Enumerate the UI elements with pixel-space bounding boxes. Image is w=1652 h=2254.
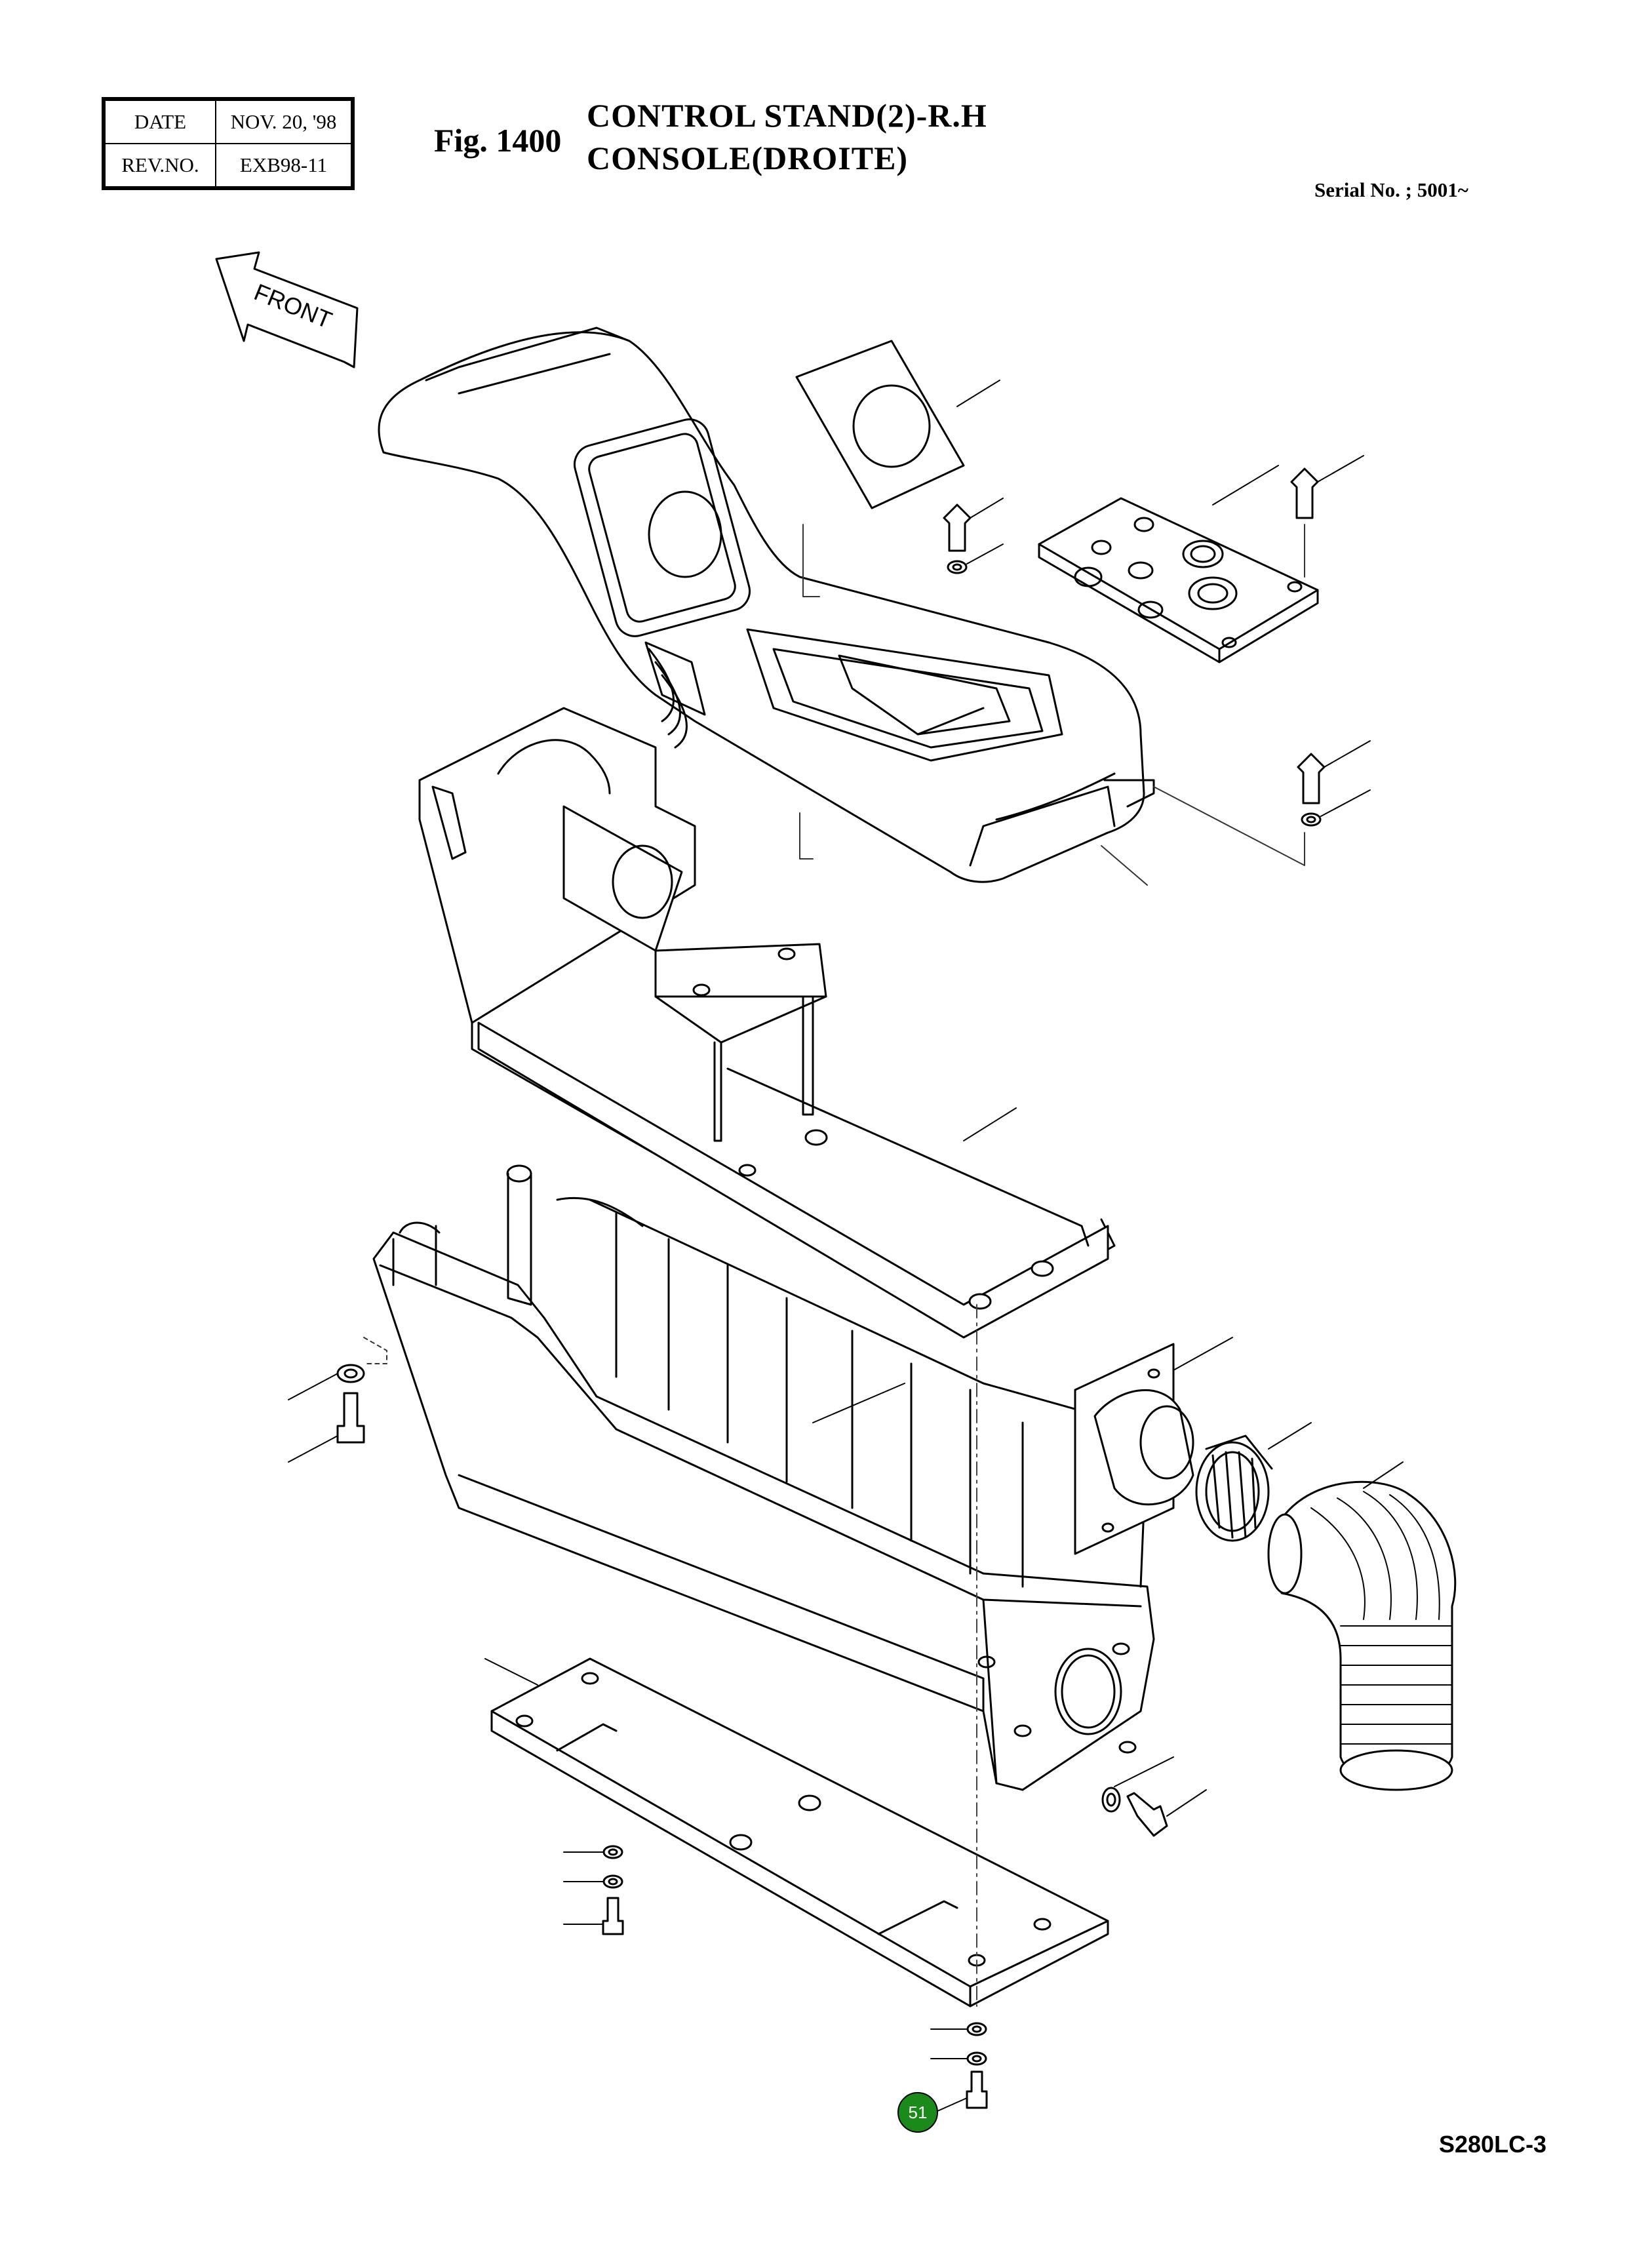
rev-label: REV.NO.: [104, 143, 216, 188]
bolt-icon: [563, 1845, 624, 1935]
callout-badge-51[interactable]: 51: [897, 2092, 938, 2133]
hose-clamp: [1195, 1422, 1312, 1542]
console-box: [372, 1164, 1155, 1791]
model-code: S280LC-3: [1439, 2131, 1547, 2158]
screw-icon: [1297, 740, 1371, 827]
figure-number: Fig. 1400: [434, 122, 562, 159]
serial-number: Serial No. ; 5001~: [1314, 178, 1468, 201]
gasket-plate: [795, 340, 1000, 509]
flexible-duct-hose: [1267, 1461, 1457, 1791]
date-value: NOV. 20, '98: [215, 100, 352, 144]
duct-flange: [1074, 1337, 1233, 1555]
bottom-mounting-plate: [484, 1657, 1109, 2007]
tray-plate: [477, 1021, 1109, 1339]
date-label: DATE: [104, 100, 216, 144]
screw-icon: [943, 498, 1004, 574]
bolt-icon: [288, 1337, 387, 1463]
bolt-icon: [930, 1304, 988, 2112]
revision-box: DATE NOV. 20, '98 REV.NO. EXB98-11: [102, 97, 355, 190]
mounting-plate: [1038, 465, 1319, 663]
figure-title-line2: CONSOLE(DROITE): [587, 140, 909, 176]
bolt-icon: [1101, 1756, 1207, 1837]
upper-console-cover: [378, 326, 1155, 883]
figure-title-line1: CONTROL STAND(2)-R.H: [587, 97, 987, 134]
screw-icon: [1290, 455, 1364, 519]
front-arrow-icon: FRONT: [215, 251, 359, 368]
lever-bracket: [418, 707, 1116, 1332]
rev-value: EXB98-11: [215, 143, 352, 188]
callout-label: 51: [909, 2103, 928, 2122]
